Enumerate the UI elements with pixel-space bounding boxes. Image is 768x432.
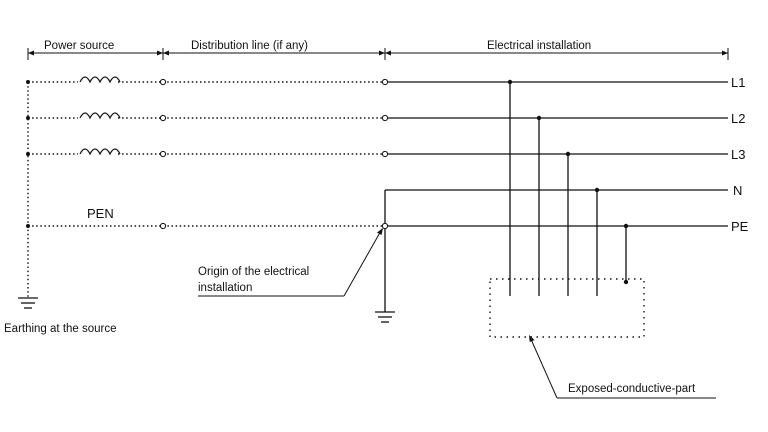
tap-dots — [507, 79, 629, 285]
exposed-conductive-part-box — [489, 278, 645, 338]
earth-origin-icon — [375, 311, 395, 323]
label-distribution-line: Distribution line (if any) — [191, 40, 308, 52]
label-origin-line2: installation — [198, 282, 252, 294]
source-junction-dots — [26, 80, 30, 228]
label-electrical-installation: Electrical installation — [487, 40, 591, 52]
origin-leader-line — [198, 228, 383, 297]
terminal-circles — [159, 78, 389, 230]
label-pe: PE — [731, 219, 749, 234]
earth-source-icon — [18, 297, 38, 309]
label-origin-line1: Origin of the electrical — [198, 266, 309, 278]
label-l3: L3 — [731, 147, 745, 162]
label-l2: L2 — [731, 111, 745, 126]
label-earthing-at-source: Earthing at the source — [4, 323, 117, 335]
source-dotted-conductors — [27, 81, 385, 298]
label-l1: L1 — [731, 75, 745, 90]
label-power-source: Power source — [44, 40, 114, 52]
coil-l2-icon — [79, 112, 121, 120]
coil-l1-icon — [79, 76, 121, 84]
installation-conductors — [384, 81, 728, 312]
label-exposed-conductive-part: Exposed-conductive-part — [568, 383, 696, 395]
exposed-leader-line — [529, 335, 716, 399]
label-n: N — [733, 183, 742, 198]
section-dimension-lines — [27, 48, 729, 60]
coil-l3-icon — [79, 148, 121, 156]
label-pen: PEN — [87, 206, 114, 221]
source-windings — [79, 76, 121, 156]
